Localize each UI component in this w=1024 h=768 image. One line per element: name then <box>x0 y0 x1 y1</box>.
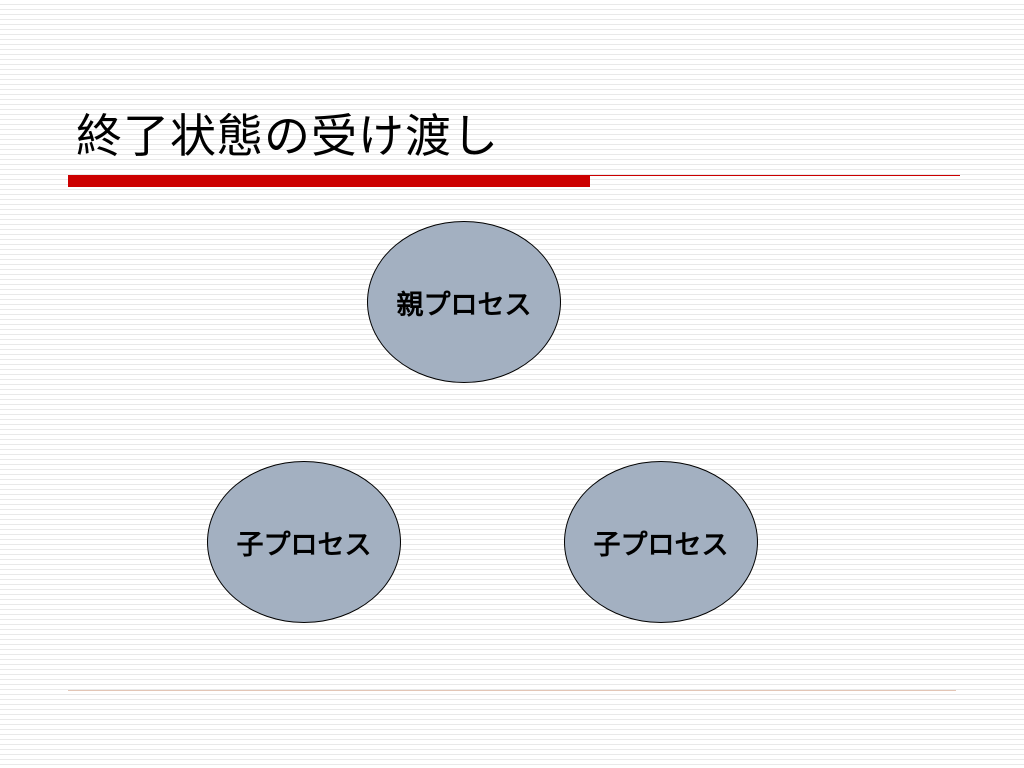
footer-divider <box>68 690 956 691</box>
child-process-node-right: 子プロセス <box>564 461 758 623</box>
child-process-node-left: 子プロセス <box>207 461 401 623</box>
parent-process-label: 親プロセス <box>396 289 532 321</box>
child-process-label-right: 子プロセス <box>593 529 729 561</box>
slide-title: 終了状態の受け渡し <box>76 109 499 163</box>
child-process-label-left: 子プロセス <box>236 529 372 561</box>
parent-process-node: 親プロセス <box>367 221 561 383</box>
title-underline-thick <box>68 175 590 187</box>
title-underline-thin <box>590 175 960 176</box>
